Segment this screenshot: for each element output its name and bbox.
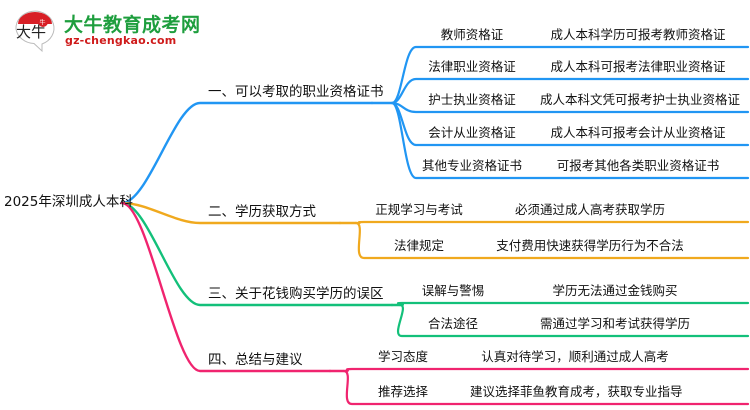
leaf-key-2-2[interactable]: 法律规定: [393, 238, 444, 253]
connector-curve: [120, 201, 394, 307]
leaf-desc-4-2[interactable]: 建议选择菲鱼教育成考，获取专业指导: [470, 384, 683, 399]
leaf-key-3-2[interactable]: 合法途径: [427, 316, 478, 331]
leaf-key-3-1[interactable]: 误解与警惕: [421, 283, 485, 298]
leaf-key-4-2[interactable]: 推荐选择: [377, 384, 428, 399]
leaf-desc-1-2[interactable]: 成人本科可报考法律职业资格证: [550, 59, 726, 74]
leaf-desc-1-1[interactable]: 成人本科学历可报考教师资格证: [550, 27, 726, 42]
branch-label-4[interactable]: 四、总结与建议: [208, 352, 303, 368]
connector-curve: [390, 101, 750, 180]
leaf-key-1-5[interactable]: 其他专业资格证书: [421, 158, 522, 173]
leaf-desc-2-2[interactable]: 支付费用快速获得学历行为不合法: [496, 238, 684, 253]
leaf-desc-3-2[interactable]: 需通过学习和考试获得学历: [539, 316, 690, 331]
leaf-desc-1-5[interactable]: 可报考其他各类职业资格证书: [556, 158, 720, 173]
branch-label-1[interactable]: 一、可以考取的职业资格证书: [208, 84, 384, 100]
connector-curve: [396, 301, 750, 307]
mindmap-root-node[interactable]: 2025年深圳成人本科: [4, 194, 133, 210]
logo-site-url: gz-chengkao.com: [65, 34, 177, 47]
connector-curve: [396, 303, 750, 338]
leaf-key-1-2[interactable]: 法律职业资格证: [428, 59, 516, 74]
branch-label-3[interactable]: 三、关于花钱购买学历的误区: [208, 286, 384, 302]
leaf-key-2-1[interactable]: 正规学习与考试: [375, 202, 463, 217]
leaf-key-4-1[interactable]: 学习态度: [377, 349, 428, 364]
connector-curve: [342, 367, 750, 373]
connector-curve: [342, 369, 750, 406]
leaf-desc-3-1[interactable]: 学历无法通过金钱购买: [552, 283, 678, 298]
connector-curve: [120, 201, 332, 373]
leaf-key-1-1[interactable]: 教师资格证: [440, 27, 504, 42]
leaf-desc-1-3[interactable]: 成人本科文凭可报考护士执业资格证: [540, 92, 741, 107]
leaf-key-1-4[interactable]: 会计从业资格证: [428, 125, 516, 140]
branch-label-2[interactable]: 二、学历获取方式: [208, 204, 316, 220]
connector-curve: [120, 201, 342, 225]
logo-site-name: 大牛教育成考网: [64, 14, 201, 36]
connector-curve: [354, 220, 750, 225]
daniu-logo-icon: 牛 大牛: [15, 10, 55, 53]
connector-curve: [390, 77, 750, 105]
leaf-desc-2-1[interactable]: 必须通过成人高考获取学历: [514, 202, 665, 217]
svg-text:大牛: 大牛: [16, 23, 46, 41]
site-logo: 牛 大牛 大牛教育成考网 gz-chengkao.com: [12, 6, 232, 56]
svg-text:牛: 牛: [39, 19, 45, 27]
connector-curve: [120, 101, 374, 205]
leaf-key-1-3[interactable]: 护士执业资格证: [428, 92, 516, 107]
leaf-desc-4-1[interactable]: 认真对待学习，顺利通过成人高考: [481, 349, 669, 364]
leaf-desc-1-4[interactable]: 成人本科可报考会计从业资格证: [550, 125, 726, 140]
connector-curve: [354, 221, 750, 260]
